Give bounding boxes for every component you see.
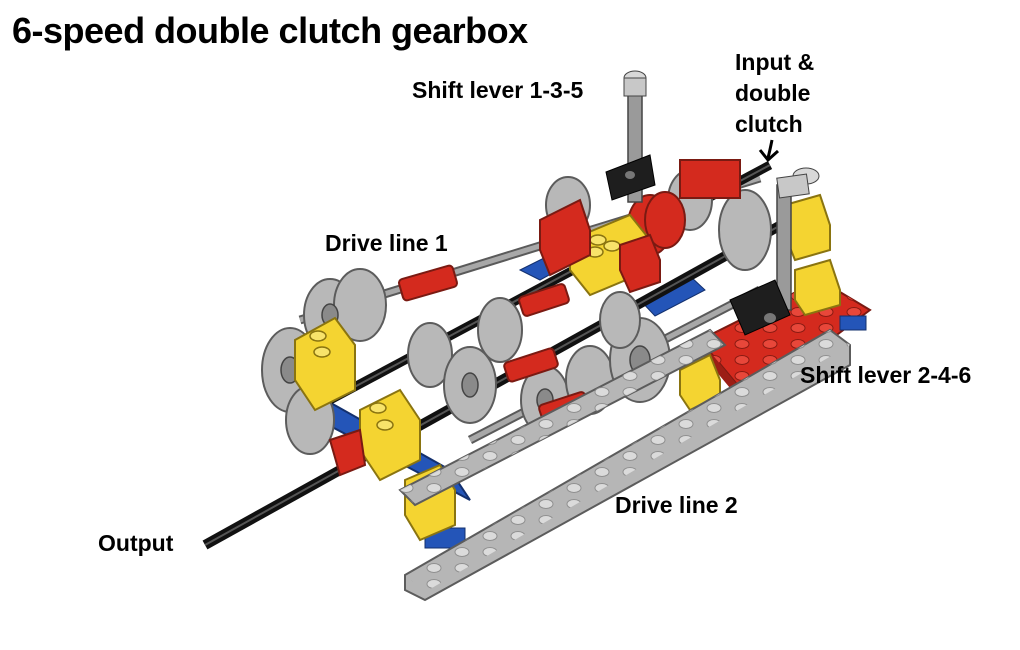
label-shift-lever-135: Shift lever 1-3-5 — [412, 77, 584, 103]
label-input-line1: Input & — [735, 49, 815, 75]
gear-hubs — [280, 303, 651, 412]
shift-lever-135 — [605, 70, 656, 203]
shift-lever-246 — [729, 167, 820, 336]
label-drive-line-2: Drive line 2 — [615, 492, 738, 518]
arrow-down-icon — [758, 139, 780, 163]
label-input-line2: double — [735, 80, 811, 106]
label-output: Output — [98, 530, 174, 556]
label-shift-lever-246: Shift lever 2-4-6 — [800, 362, 972, 388]
page-title: 6-speed double clutch gearbox — [12, 10, 528, 51]
black-axles — [202, 161, 793, 550]
label-input-double-clutch: Input & double clutch — [735, 47, 814, 140]
label-input-line3: clutch — [735, 111, 803, 137]
grey-beams — [398, 328, 851, 602]
red-bricks — [328, 198, 661, 477]
label-drive-line-1: Drive line 1 — [325, 230, 448, 256]
